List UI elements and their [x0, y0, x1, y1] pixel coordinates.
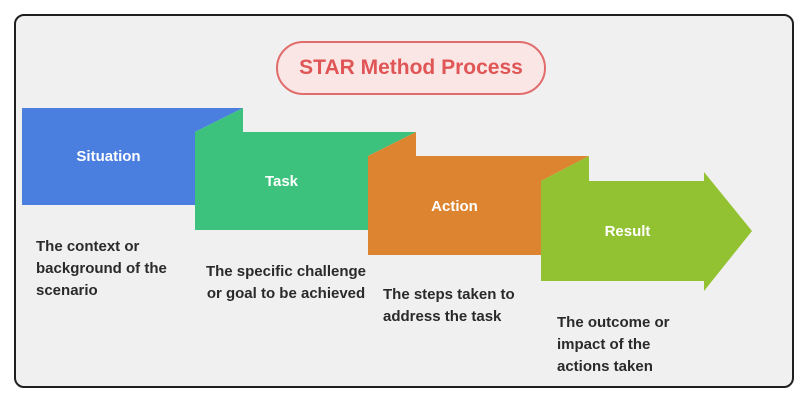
situation-description: The context or background of the scenari…: [36, 238, 167, 299]
diagram-title: STAR Method Process: [276, 41, 546, 95]
action-block: [368, 156, 589, 255]
task-label: Task: [264, 173, 299, 190]
situation-block: [22, 108, 243, 205]
task-block: [195, 132, 416, 230]
result-arrow: [541, 172, 752, 291]
action-fold: [541, 156, 589, 181]
result-label: Result: [604, 223, 651, 240]
result-description: The outcome or impact of the actions tak…: [557, 314, 670, 375]
action-description: The steps taken to address the task: [383, 286, 515, 325]
task-description: The specific challenge or goal to be ach…: [205, 263, 367, 302]
action-label: Action: [431, 198, 478, 215]
task-fold: [368, 132, 416, 156]
situation-fold: [195, 108, 243, 132]
situation-label: Situation: [76, 148, 141, 165]
